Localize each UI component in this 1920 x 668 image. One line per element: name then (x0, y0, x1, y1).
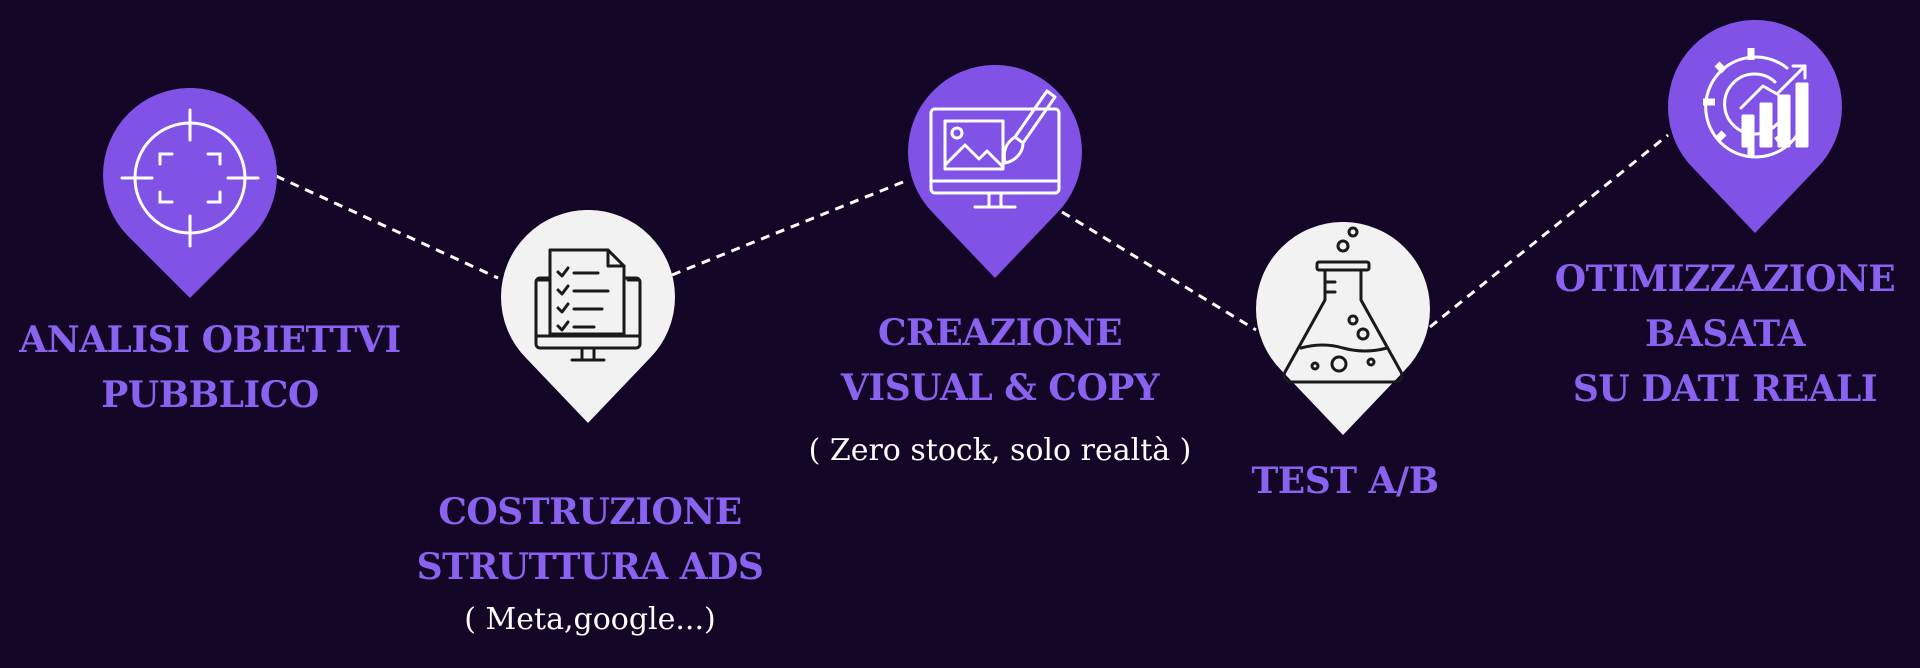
step-4-title: TEST A/B (1200, 454, 1490, 509)
connector-1-2 (275, 174, 499, 280)
title-line: COSTRUZIONE (438, 491, 742, 533)
gear-chart-icon (1703, 48, 1809, 159)
connector-2-3 (671, 178, 909, 277)
step-2-pin (501, 210, 675, 423)
step-3-subtitle: ( Zero stock, solo realtà ) (808, 433, 1192, 468)
step-3-title: CREAZIONE VISUAL & COPY (790, 306, 1210, 416)
title-line: CREAZIONE (877, 312, 1123, 354)
step-5-title: OTIMIZZAZIONE BASATA SU DATI REALI (1540, 252, 1910, 417)
title-line: TEST A/B (1251, 460, 1439, 502)
monitor-paintbrush-icon (929, 89, 1061, 209)
step-1-pin (103, 88, 277, 298)
step-4-pin (1256, 222, 1430, 435)
pin-shape (1256, 222, 1430, 435)
connector-4-5 (1429, 133, 1669, 329)
step-5-pin (1668, 20, 1842, 233)
title-line: SU DATI REALI (1572, 368, 1878, 410)
title-line: BASATA (1644, 313, 1806, 355)
title-line: OTIMIZZAZIONE (1554, 258, 1896, 300)
pin-shape (1668, 20, 1842, 233)
lab-flask-icon (1282, 226, 1404, 384)
title-line: VISUAL & COPY (840, 367, 1160, 409)
checklist-monitor-icon (534, 248, 642, 362)
step-1-title: ANALISI OBIETTVI PUBBLICO (10, 313, 410, 423)
title-line: ANALISI OBIETTVI (19, 319, 401, 361)
step-2-title: COSTRUZIONE STRUTTURA ADS (380, 485, 800, 595)
crosshair-target-icon (120, 108, 260, 248)
pin-shape (103, 88, 277, 298)
title-line: PUBBLICO (101, 374, 319, 416)
step-2-subtitle: ( Meta,google...) (464, 602, 716, 637)
connector-3-4 (1061, 210, 1257, 332)
title-line: STRUTTURA ADS (416, 546, 764, 588)
step-3-pin (908, 65, 1082, 278)
